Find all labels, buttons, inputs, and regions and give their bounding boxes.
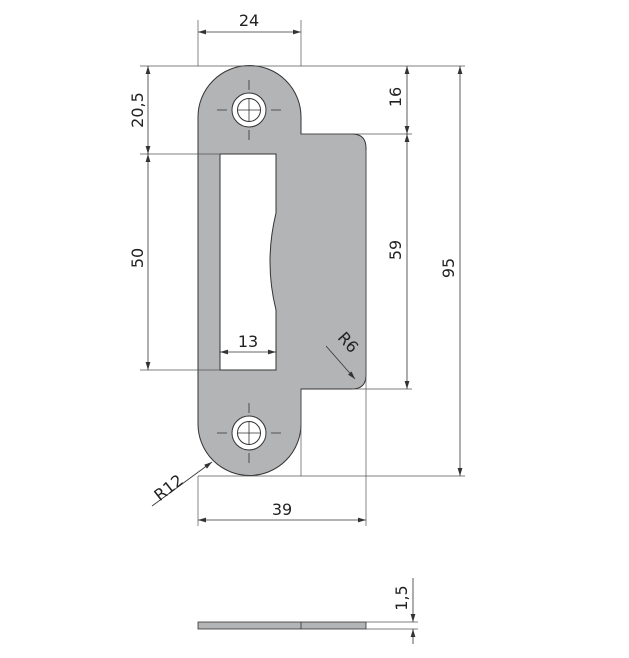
dim-upper-step: 16	[386, 87, 405, 107]
side-view	[197, 578, 418, 644]
extension-lines	[140, 20, 465, 526]
dim-total-width: 39	[272, 500, 292, 519]
dim-thickness: 1,5	[392, 585, 411, 610]
dim-slot-height: 50	[128, 248, 147, 268]
dim-total-height: 95	[439, 258, 458, 278]
dim-radius-large: R12	[150, 470, 187, 504]
screw-hole-top	[217, 80, 281, 140]
dimension-lines	[145, 29, 463, 523]
strike-plate	[197, 65, 367, 476]
dim-top-width: 24	[239, 11, 259, 30]
screw-hole-bottom	[217, 403, 281, 463]
dim-lip-height: 59	[386, 240, 405, 260]
dim-slot-width: 13	[238, 332, 258, 351]
dim-top-offset: 20,5	[128, 92, 147, 128]
